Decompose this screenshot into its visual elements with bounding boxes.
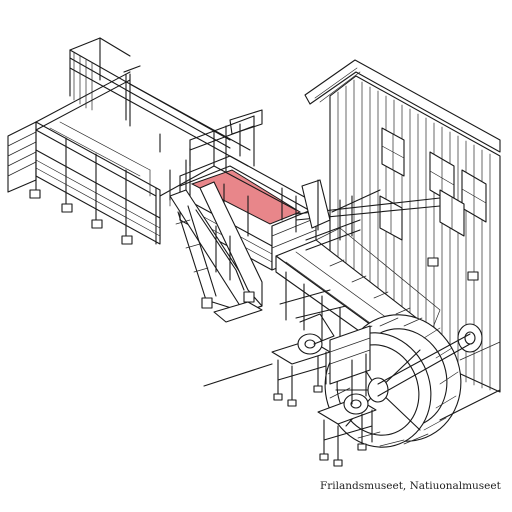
upper-trough [7,37,251,245]
lower-trestle-1 [271,313,335,407]
image-credit: Frilandsmuseet, Natiuonalmuseet [320,480,501,492]
drive-shaft [295,179,441,251]
upper-rails [149,123,297,211]
center-gate [123,65,263,201]
loading-ramp [169,181,263,323]
ground-lines [203,341,501,421]
highlighted-channel [190,169,302,225]
middle-trestle [329,325,371,405]
lower-trestle-2 [317,393,377,467]
mill-windows [379,127,487,241]
